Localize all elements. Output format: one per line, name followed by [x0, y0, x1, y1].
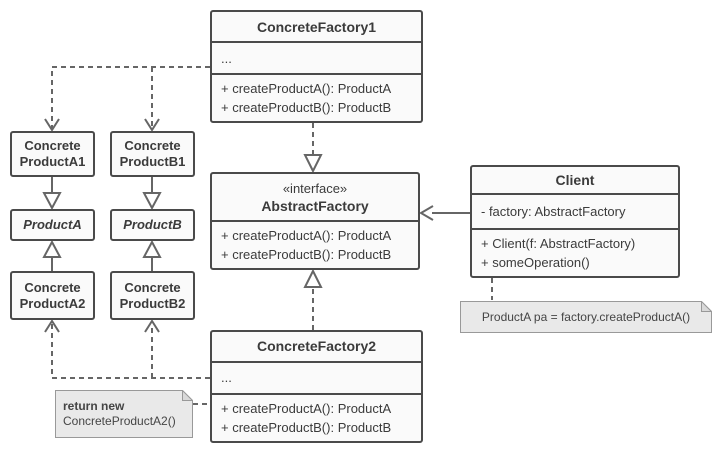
method: + createProductA(): ProductA [221, 401, 392, 416]
open-arrowhead-down-icon [144, 118, 160, 132]
class-box-concrete-factory-1: ConcreteFactory1 ... + createProductA():… [210, 10, 423, 123]
class-name: ConcreteFactory2 [256, 338, 377, 355]
class-name: AbstractFactory [261, 197, 369, 214]
class-box-product-a: ProductA [10, 209, 95, 241]
open-arrowhead-up-icon [44, 319, 60, 333]
class-header: «interface» AbstractFactory [212, 174, 418, 220]
class-box-concrete-factory-2: ConcreteFactory2 ... + createProductA():… [210, 330, 423, 443]
class-box-abstract-factory: «interface» AbstractFactory + createProd… [210, 172, 420, 270]
class-methods: + createProductA(): ProductA + createPro… [212, 393, 421, 441]
class-name: Client [555, 172, 595, 188]
open-arrowhead-down-icon [44, 118, 60, 132]
open-arrowhead-left-icon [419, 205, 434, 221]
method: + Client(f: AbstractFactory) [481, 236, 636, 251]
method: + someOperation() [481, 255, 590, 270]
class-methods: + createProductA(): ProductA + createPro… [212, 73, 421, 121]
class-box-client: Client - factory: AbstractFactory + Clie… [470, 165, 680, 278]
class-box-concrete-product-b1: Concrete ProductB1 [110, 131, 195, 177]
class-box-concrete-product-a2: Concrete ProductA2 [10, 271, 95, 320]
class-name-line: Concrete [124, 138, 181, 153]
note-text-line: ConcreteProductA2() [63, 414, 176, 428]
class-box-product-b: ProductB [110, 209, 195, 241]
hollow-triangle-up-icon [303, 268, 323, 288]
note-shape [460, 301, 712, 333]
note-text-line: return new [63, 399, 125, 413]
class-fields-placeholder: ... [212, 360, 421, 393]
open-arrowhead-up-icon [144, 319, 160, 333]
method: + createProductB(): ProductB [221, 100, 392, 115]
note-factory2-code: return new ConcreteProductA2() [55, 390, 193, 438]
class-fields-placeholder: ... [212, 41, 421, 73]
hollow-triangle-up-icon [142, 239, 162, 258]
note-shape [55, 390, 193, 438]
class-methods: + Client(f: AbstractFactory) + someOpera… [472, 228, 678, 276]
hollow-triangle-down-icon [142, 192, 162, 211]
hollow-triangle-down-icon [42, 192, 62, 211]
method: + createProductB(): ProductB [221, 420, 392, 435]
hollow-triangle-down-icon [303, 154, 323, 174]
class-name-line: ProductA2 [19, 295, 86, 311]
class-name: ProductA [23, 217, 82, 232]
class-name-line: Concrete [124, 279, 181, 295]
class-name-line: ProductB2 [119, 295, 186, 311]
class-name: ProductB [123, 217, 182, 232]
class-methods: + createProductA(): ProductA + createPro… [212, 220, 418, 268]
class-name-line: Concrete [24, 279, 81, 295]
note-text: ProductA pa = factory.createProductA() [481, 309, 691, 324]
class-name: ConcreteFactory1 [256, 18, 377, 35]
class-name-line: ProductB1 [119, 154, 186, 169]
method: + createProductA(): ProductA [221, 81, 392, 96]
class-attributes: - factory: AbstractFactory [472, 193, 678, 228]
note-fold-icon [182, 390, 193, 401]
note-text: return new ConcreteProductA2() [55, 390, 193, 438]
hollow-triangle-up-icon [42, 239, 62, 258]
class-box-concrete-product-b2: Concrete ProductB2 [110, 271, 195, 320]
method: + createProductB(): ProductB [221, 247, 392, 262]
class-name-line: Concrete [24, 138, 81, 153]
class-box-concrete-product-a1: Concrete ProductA1 [10, 131, 95, 177]
attribute: - factory: AbstractFactory [481, 204, 626, 219]
class-name-line: ProductA1 [19, 154, 86, 169]
dependency-line-cf2-productA2 [51, 324, 210, 379]
method: + createProductA(): ProductA [221, 228, 392, 243]
note-client-code: ProductA pa = factory.createProductA() [460, 301, 712, 333]
dependency-line-cf1-productA1 [51, 66, 210, 128]
stereotype-label: «interface» [282, 180, 348, 196]
note-fold-icon [701, 301, 712, 312]
